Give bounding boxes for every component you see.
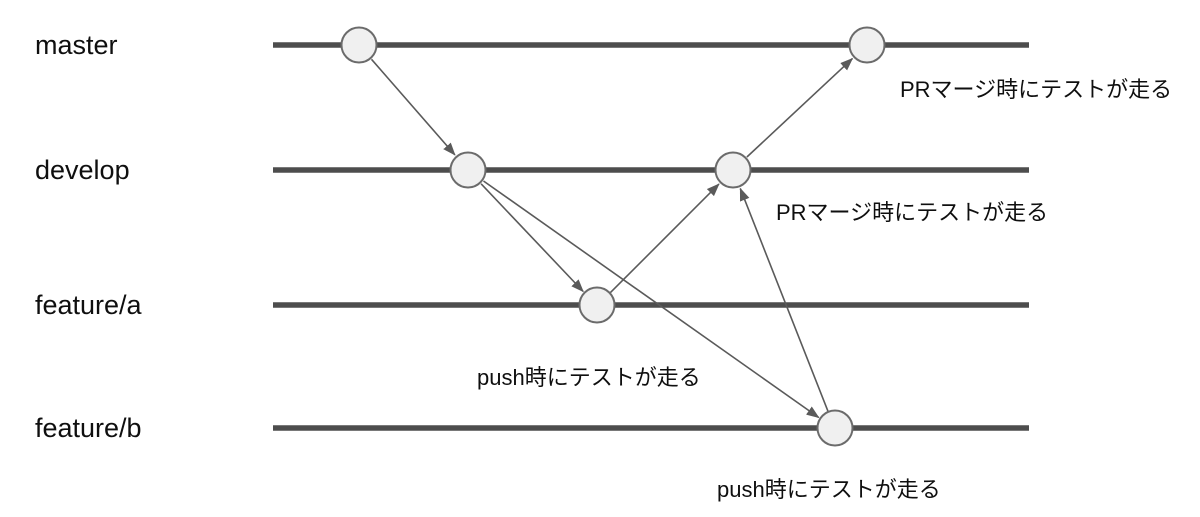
branch-label-feature-a: feature/a <box>35 290 142 320</box>
annotation-pr-merge-master: PRマージ時にテストが走る <box>900 77 1173 102</box>
node-feature-b-commit <box>816 409 854 447</box>
annotation-push-feature-a: push時にテストが走る <box>477 365 701 390</box>
node-master-start <box>340 26 378 64</box>
edge-develop-to-master <box>746 57 854 158</box>
branch-label-feature-b: feature/b <box>35 413 142 443</box>
node-feature-a-commit <box>578 286 616 324</box>
branch-label-master: master <box>35 30 118 60</box>
edge-develop-to-feature-b <box>483 180 820 419</box>
edge-develop-to-feature-a <box>480 183 584 293</box>
annotation-pr-merge-develop: PRマージ時にテストが走る <box>776 200 1049 225</box>
node-master-merge <box>848 26 886 64</box>
edge-feature-b-to-develop <box>739 187 829 412</box>
edge-master-to-develop <box>370 58 456 156</box>
annotation-push-feature-b: push時にテストが走る <box>717 477 941 502</box>
node-develop-merge <box>714 151 752 189</box>
branch-label-develop: develop <box>35 155 130 185</box>
edge-feature-a-to-develop <box>609 183 720 294</box>
node-develop-branch <box>449 151 487 189</box>
